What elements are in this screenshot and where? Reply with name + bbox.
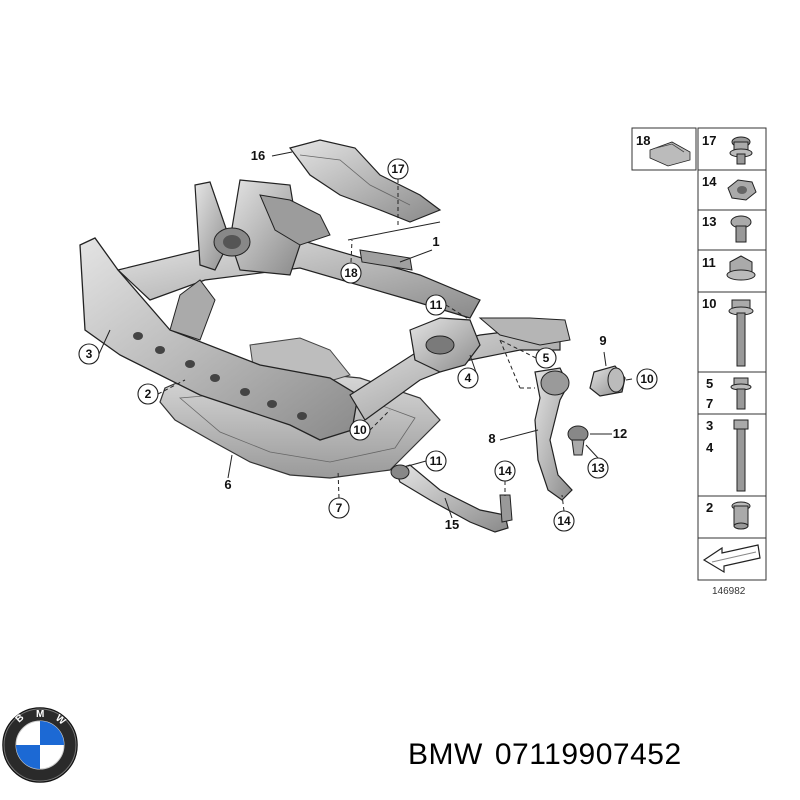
callout-2: 2 (137, 383, 159, 405)
callout-circle (457, 367, 479, 389)
callout-10: 10 (349, 419, 371, 441)
callout-3: 3 (78, 343, 100, 365)
callout-label: 2 (145, 387, 152, 401)
callout-label: 13 (591, 461, 605, 475)
part-label-12: 12 (613, 426, 627, 441)
logo-letter-m: M (36, 709, 44, 720)
part-label-16: 16 (251, 148, 265, 163)
callout-circle (535, 347, 557, 369)
part-label-9: 9 (599, 333, 606, 348)
callout-label: 14 (557, 514, 571, 528)
callout-14: 14 (553, 510, 575, 532)
reference-number: 146982 (712, 586, 746, 597)
leader-lines (98, 151, 633, 519)
callout-4: 4 (457, 367, 479, 389)
caption-brand: BMW (408, 738, 483, 771)
part-label-8: 8 (488, 431, 495, 446)
callout-13: 13 (587, 457, 609, 479)
callout-18: 18 (340, 262, 362, 284)
torx-bolt-icon (730, 215, 752, 243)
heat-shield (288, 139, 442, 223)
callout-circle (328, 497, 350, 519)
bushing (589, 365, 626, 397)
callout-label: 7 (336, 501, 343, 515)
panel-cell-2 (697, 495, 767, 539)
callout-label: 4 (465, 371, 472, 385)
panel-num-5: 5 (706, 376, 713, 391)
callout-circle (425, 294, 447, 316)
panel-num-7: 7 (706, 396, 713, 411)
panel-num-4: 4 (706, 440, 714, 455)
hex-nut-icon (727, 179, 757, 201)
callout-circle (340, 262, 362, 284)
long-screw-icon (733, 419, 749, 492)
callout-label: 11 (430, 454, 443, 468)
tension-strut (390, 464, 513, 533)
caption-part-number: 07119907452 (494, 738, 682, 771)
part-label-6: 6 (224, 477, 231, 492)
control-arm (534, 367, 573, 501)
callout-14: 14 (494, 460, 516, 482)
sleeve-icon (731, 501, 751, 530)
panel-cell-5-7 (697, 371, 767, 415)
part-label-15: 15 (445, 517, 459, 532)
parts-panel: 18 17 14 13 11 10 5 7 3 4 2 146982 (631, 127, 767, 597)
callout-label: 17 (391, 162, 405, 176)
callout-17: 17 (387, 158, 409, 180)
callout-circle (425, 450, 447, 472)
flange-bolt-icon (729, 136, 753, 165)
panel-num-14: 14 (702, 174, 717, 189)
panel-num-13: 13 (702, 214, 716, 229)
callout-label: 3 (86, 347, 93, 361)
callout-circle (349, 419, 371, 441)
long-bolt-icon (728, 299, 754, 367)
ball-joint (567, 425, 589, 456)
callout-circle (636, 368, 658, 390)
callout-7: 7 (328, 497, 350, 519)
callout-circle (587, 457, 609, 479)
callout-11: 11 (425, 450, 447, 472)
callout-label: 5 (543, 351, 550, 365)
callout-10: 10 (636, 368, 658, 390)
callout-circle (387, 158, 409, 180)
panel-num-11: 11 (702, 255, 716, 270)
clip-icon (649, 141, 691, 167)
panel-num-18: 18 (636, 133, 650, 148)
callout-circle (553, 510, 575, 532)
part-label-1: 1 (432, 234, 439, 249)
short-bolt-icon (730, 377, 752, 410)
panel-num-2: 2 (706, 500, 713, 515)
callout-label: 18 (344, 266, 358, 280)
callout-label: 10 (353, 423, 367, 437)
callout-label: 10 (640, 372, 654, 386)
part-caption: BMW 07119907452 (408, 738, 694, 772)
panel-num-17: 17 (702, 133, 716, 148)
callout-circle (137, 383, 159, 405)
panel-num-10: 10 (702, 296, 716, 311)
panel-num-3: 3 (706, 418, 713, 433)
bmw-logo: B M W (2, 707, 78, 783)
callout-circle (494, 460, 516, 482)
callout-label: 14 (498, 464, 512, 478)
callout-5: 5 (535, 347, 557, 369)
callout-label: 11 (430, 298, 443, 312)
direction-arrow-icon (702, 544, 761, 574)
plain-label-group: 16 1 9 12 8 6 15 (224, 148, 627, 532)
front-axle-subframe (79, 179, 571, 441)
callout-circle (78, 343, 100, 365)
flange-nut-icon (726, 255, 756, 281)
callout-11: 11 (425, 294, 447, 316)
